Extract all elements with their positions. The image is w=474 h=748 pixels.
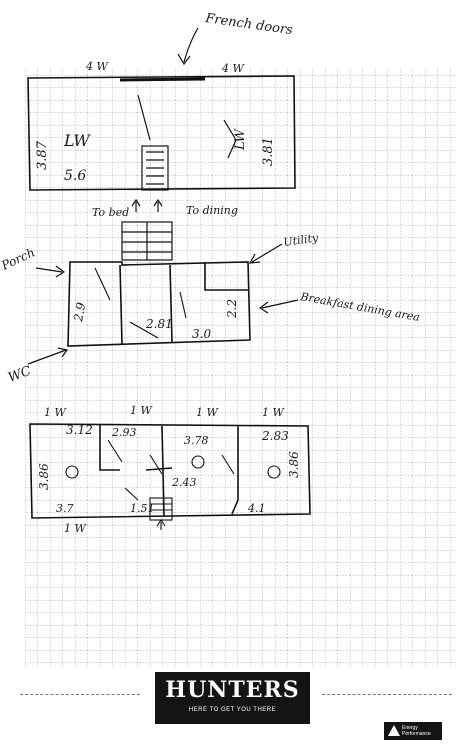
kitchen-block-outline [67, 261, 251, 347]
utility-dimension: 3.0 [192, 327, 211, 341]
to-dining-note: To dining [186, 204, 238, 217]
first-top-mark-2: 1 W [130, 404, 153, 417]
bath-dimension: 2.43 [171, 476, 197, 489]
logo-tagline: HERE TO GET YOU THERE [188, 707, 277, 713]
first-floor-outline [29, 423, 311, 519]
ground-top-mark-right: 4 W [221, 62, 245, 75]
breakfast-arrow [258, 299, 299, 314]
hall-dimension: 2.81 [145, 317, 173, 331]
porch-arrow [35, 265, 66, 278]
ground-left-dimension: 3.87 [35, 140, 50, 170]
utility-arrow [248, 243, 283, 264]
bed1-dimension: 3.12 [66, 423, 93, 437]
kitchen-dimension: 2.9 [71, 301, 88, 324]
to-bed-note: To bed [92, 206, 129, 219]
ground-right-label: LW [233, 127, 248, 151]
bed4-dimension: 2.83 [261, 429, 289, 443]
hunters-logo: HUNTERS HERE TO GET YOU THERE [155, 672, 310, 724]
french-doors-note: French doors [203, 11, 293, 38]
stairs-connector [121, 198, 173, 261]
lounge-label: LW [63, 131, 91, 150]
landing-dimension: 1.51 [130, 502, 155, 515]
first-bottom-left: 3.7 [56, 502, 74, 515]
utility-note: Utility [283, 231, 320, 249]
bed2-dimension: 2.93 [111, 426, 137, 439]
french-doors-arrow [177, 27, 199, 66]
epc-line-1: Energy [402, 725, 418, 731]
bed3-dimension: 3.78 [184, 434, 209, 447]
bed1-side-dimension: 3.86 [37, 463, 51, 490]
logo-brand-text: HUNTERS [165, 677, 300, 703]
lounge-room-outline [27, 75, 296, 191]
wc-arrow [27, 347, 69, 365]
first-bottom-mark: 1 W [64, 522, 87, 535]
graph-paper-grid [25, 68, 457, 668]
epc-badge: Energy Performance [384, 722, 442, 740]
lounge-size: 5.6 [64, 168, 86, 184]
side-dimension: 2.2 [225, 299, 239, 319]
dashed-rule-left [20, 694, 140, 695]
first-top-mark-4: 1 W [262, 406, 285, 419]
epc-triangle-icon [388, 725, 400, 736]
ground-top-mark-left: 4 W [85, 60, 109, 73]
dashed-rule-right [322, 694, 452, 695]
first-top-mark-1: 1 W [44, 406, 67, 419]
bed4-side-dimension: 3.86 [287, 451, 301, 478]
cylinder-symbols [65, 455, 281, 479]
epc-line-2: Performance [402, 731, 431, 737]
first-floor-stairs [149, 497, 173, 530]
ground-right-dimension: 3.81 [261, 137, 276, 166]
first-top-mark-3: 1 W [196, 406, 219, 419]
first-bottom-right: 4.1 [247, 502, 266, 515]
stove-symbol [141, 145, 169, 191]
